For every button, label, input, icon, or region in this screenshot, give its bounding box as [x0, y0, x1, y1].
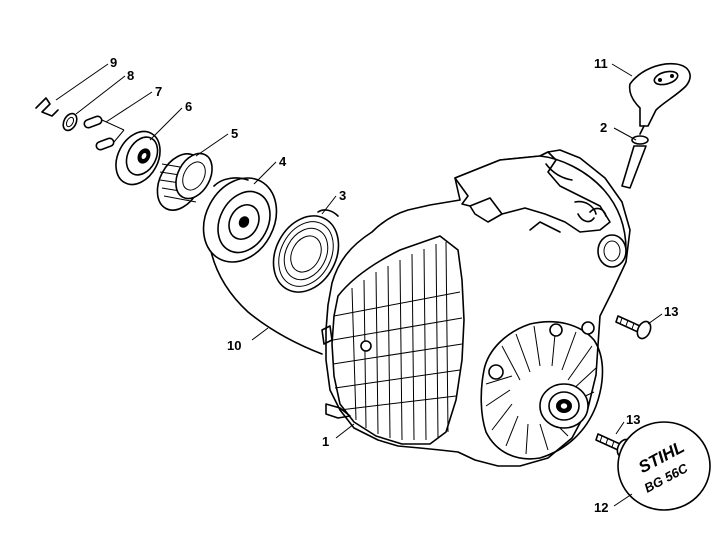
rope-rotor — [202, 177, 278, 263]
logo-plate: STIHL BG 56C — [617, 421, 711, 511]
callout-13-upper: 13 — [664, 304, 678, 319]
pawl-carrier — [115, 130, 161, 186]
callout-2: 2 — [600, 120, 607, 135]
callout-7: 7 — [155, 84, 162, 99]
leader-lines — [55, 63, 663, 507]
callout-10: 10 — [227, 338, 241, 353]
callout-12: 12 — [594, 500, 608, 515]
callout-13-lower: 13 — [626, 412, 640, 427]
callout-numbers: 9 8 7 6 5 4 3 10 1 2 11 13 13 12 — [110, 55, 678, 515]
starter-rope — [207, 231, 323, 355]
callout-11: 11 — [594, 56, 608, 71]
starter-grip — [628, 62, 691, 127]
fan-housing — [321, 149, 631, 467]
fan-vanes — [480, 320, 604, 460]
spring-coil — [156, 152, 213, 211]
callout-9: 9 — [110, 55, 117, 70]
callout-4: 4 — [279, 154, 287, 169]
callout-1: 1 — [322, 434, 329, 449]
callout-8: 8 — [127, 68, 134, 83]
callout-6: 6 — [185, 99, 192, 114]
screw-upper — [615, 315, 652, 340]
rope-guide-bush — [621, 125, 649, 189]
rewind-spring — [272, 209, 340, 293]
washer — [62, 112, 78, 132]
callout-5: 5 — [231, 126, 238, 141]
spring-clip — [35, 97, 59, 117]
callout-3: 3 — [339, 188, 346, 203]
pawls — [83, 115, 125, 151]
